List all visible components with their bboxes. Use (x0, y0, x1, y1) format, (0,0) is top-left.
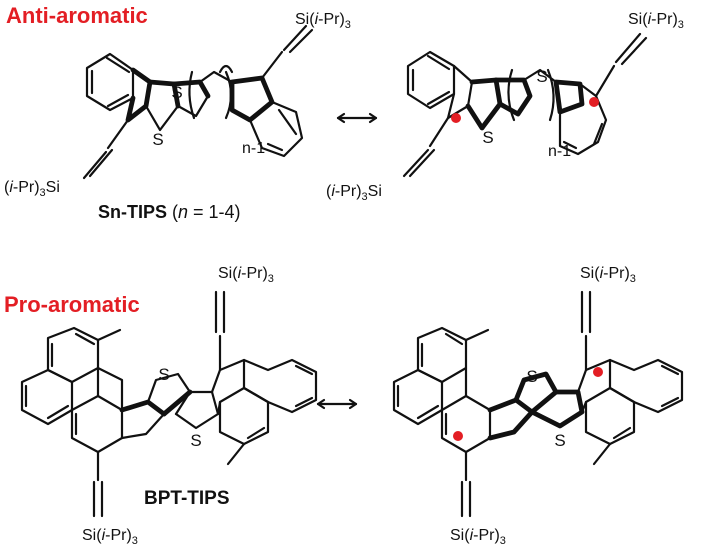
tips-group-left: (i-Pr)3Si (4, 179, 60, 199)
sulfur-atom-top-2: S (152, 130, 163, 149)
anti-aromatic-heading: Anti-aromatic (6, 3, 148, 28)
bpt-tips-compound-label: BPT-TIPS (144, 488, 230, 509)
sn-tips-left-structure (82, 24, 314, 180)
tips-group-right-2: Si(i-Pr)3 (628, 11, 684, 31)
bpt-tips-group-top: Si(i-Pr)3 (218, 265, 274, 285)
sulfur-atom-bottom-2: S (190, 431, 201, 450)
repeat-unit-label-2: n-1 (548, 143, 571, 160)
sulfur-atom-top-4: S (482, 128, 493, 147)
sn-tips-compound-label: Sn-TIPS (n = 1-4) (98, 202, 241, 222)
radical-dot-bottom-left (453, 431, 463, 441)
radical-dot-bottom-right (593, 367, 603, 377)
resonance-arrow-top (336, 112, 378, 124)
sulfur-atom-bottom-3: S (526, 367, 537, 386)
sulfur-atom-top-3: S (536, 67, 547, 86)
bpt-tips-group-bottom: Si(i-Pr)3 (82, 527, 138, 547)
sn-tips-right-structure (402, 32, 648, 178)
radical-dot-top-left (451, 113, 461, 123)
bpt-tips-right-structure (392, 290, 684, 518)
sulfur-atom-bottom-4: S (554, 431, 565, 450)
resonance-arrow-bottom (316, 398, 358, 410)
repeat-unit-label: n-1 (242, 140, 265, 157)
sulfur-atom-top-1: S (171, 83, 182, 102)
sulfur-atom-bottom-1: S (158, 365, 169, 384)
tips-group-right: Si(i-Pr)3 (295, 11, 351, 31)
radical-dot-top-right (589, 97, 599, 107)
tips-group-left-2: (i-Pr)3Si (326, 183, 382, 203)
bpt-tips-group-bottom-2: Si(i-Pr)3 (450, 527, 506, 547)
bpt-tips-left-structure (20, 290, 318, 518)
bpt-tips-group-top-2: Si(i-Pr)3 (580, 265, 636, 285)
pro-aromatic-heading: Pro-aromatic (4, 292, 140, 317)
